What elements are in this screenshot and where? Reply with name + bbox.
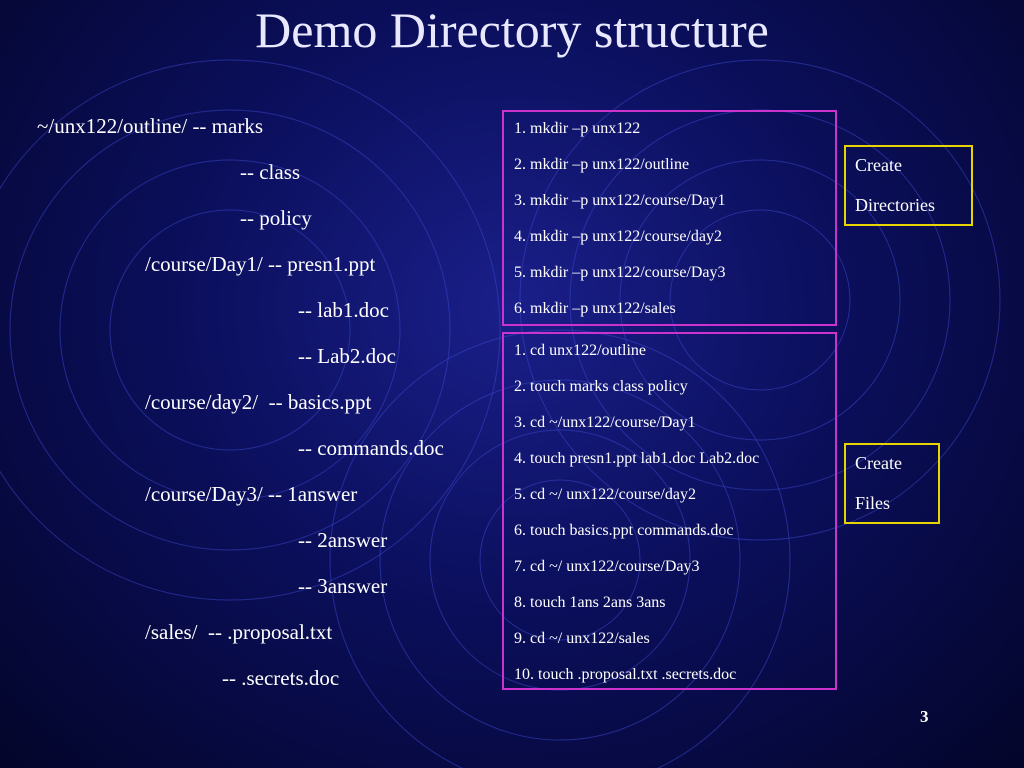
command-line: 1. mkdir –p unx122 xyxy=(514,120,641,137)
command-line: 6. mkdir –p unx122/sales xyxy=(514,300,676,317)
tree-line: -- 2answer xyxy=(298,528,388,552)
command-line: 1. cd unx122/outline xyxy=(514,342,646,359)
tree-line: /course/Day1/ -- presn1.ppt xyxy=(145,252,376,276)
tree-line: -- Lab2.doc xyxy=(298,344,396,368)
tree-line: -- commands.doc xyxy=(298,436,444,460)
create-files-label: Create Files xyxy=(844,443,940,524)
slide-title: Demo Directory structure xyxy=(255,2,769,58)
tree-line: -- .secrets.doc xyxy=(222,666,340,690)
command-line: 2. mkdir –p unx122/outline xyxy=(514,156,690,173)
create-directories-label: Create Directories xyxy=(844,145,973,226)
command-line: 3. mkdir –p unx122/course/Day1 xyxy=(514,192,726,209)
command-line: 9. cd ~/ unx122/sales xyxy=(514,630,650,647)
command-line: 5. cd ~/ unx122/course/day2 xyxy=(514,486,696,503)
label-line: Directories xyxy=(855,195,935,215)
command-line: 3. cd ~/unx122/course/Day1 xyxy=(514,414,696,431)
command-line: 4. touch presn1.ppt lab1.doc Lab2.doc xyxy=(514,450,760,467)
label-line: Create xyxy=(855,453,902,473)
label-line: Files xyxy=(855,493,891,513)
command-line: 8. touch 1ans 2ans 3ans xyxy=(514,594,666,611)
tree-line: ~/unx122/outline/ -- marks xyxy=(37,114,263,138)
tree-line: /sales/ -- .proposal.txt xyxy=(145,620,333,644)
command-line: 5. mkdir –p unx122/course/Day3 xyxy=(514,264,726,281)
tree-line: -- policy xyxy=(240,206,312,230)
tree-line: -- 3answer xyxy=(298,574,388,598)
touch-commands-box: 1. cd unx122/outline 2. touch marks clas… xyxy=(502,332,837,690)
tree-line: /course/Day3/ -- 1answer xyxy=(145,482,358,506)
command-line: 2. touch marks class policy xyxy=(514,378,688,395)
tree-line: -- lab1.doc xyxy=(298,298,389,322)
command-line: 7. cd ~/ unx122/course/Day3 xyxy=(514,558,700,575)
mkdir-commands-box: 1. mkdir –p unx122 2. mkdir –p unx122/ou… xyxy=(502,110,837,326)
command-line: 10. touch .proposal.txt .secrets.doc xyxy=(514,666,737,683)
label-line: Create xyxy=(855,155,902,175)
tree-line: -- class xyxy=(240,160,301,184)
command-line: 4. mkdir –p unx122/course/day2 xyxy=(514,228,722,245)
page-number: 3 xyxy=(920,707,929,726)
tree-line: /course/day2/ -- basics.ppt xyxy=(145,390,372,414)
command-line: 6. touch basics.ppt commands.doc xyxy=(514,522,734,539)
